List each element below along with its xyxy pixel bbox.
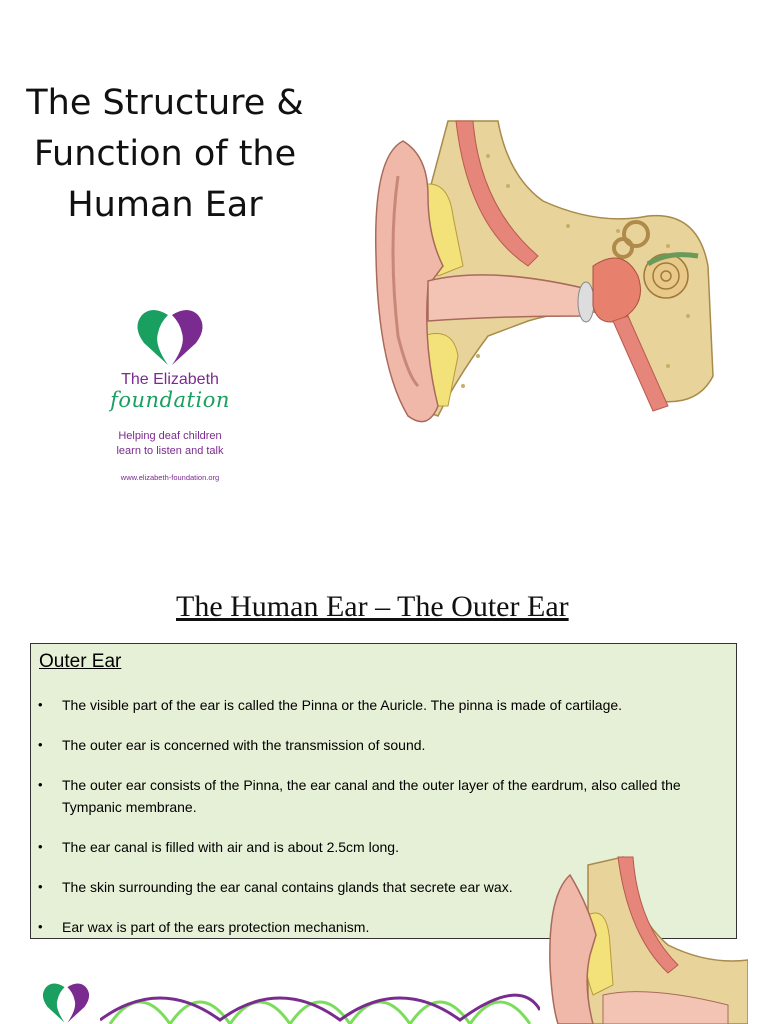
logo-tagline-line: Helping deaf children	[118, 430, 222, 442]
bullet-item: • The visible part of the ear is called t…	[31, 694, 736, 716]
box-heading: Outer Ear	[39, 651, 122, 672]
bullet-item: • The ear canal is filled with air and is…	[31, 836, 736, 858]
ear-anatomy-illustration-small	[549, 856, 748, 1024]
logo-tagline: Helping deaf children learn to listen an…	[100, 429, 240, 459]
slide-title-line: Function of the	[33, 134, 297, 174]
logo-script-text: foundation	[110, 388, 230, 412]
bullet-dot-icon: •	[38, 919, 43, 934]
logo-name: The Elizabeth	[121, 371, 219, 388]
bullet-item: • Ear wax is part of the ears protection …	[31, 916, 736, 938]
bullet-text: The skin surrounding the ear canal conta…	[62, 879, 513, 895]
bullet-text: The ear canal is filled with air and is …	[62, 839, 399, 855]
bullet-item: • The outer ear is concerned with the tra…	[31, 734, 736, 756]
bullet-item: • The outer ear consists of the Pinna, th…	[31, 774, 736, 818]
bullet-dot-icon: •	[38, 839, 43, 854]
bullet-text: Ear wax is part of the ears protection m…	[62, 919, 370, 935]
slide2-title: The Human Ear – The Outer Ear	[176, 590, 569, 623]
elizabeth-foundation-logo: The Elizabeth foundation Helping deaf ch…	[100, 305, 240, 482]
slide-title-line: The Structure &	[26, 83, 304, 123]
logo-tagline-line: learn to listen and talk	[116, 445, 224, 457]
bullet-text: The outer ear consists of the Pinna, the…	[62, 777, 681, 815]
bullet-dot-icon: •	[38, 777, 43, 792]
heart-logo-icon	[137, 310, 203, 365]
bullet-text: The outer ear is concerned with the tran…	[62, 737, 426, 753]
sound-waves-decoration	[100, 993, 540, 1024]
bullet-text: The visible part of the ear is called th…	[62, 697, 623, 713]
slide-title: The Structure & Function of the Human Ea…	[14, 78, 316, 231]
bullet-dot-icon: •	[38, 879, 43, 894]
slide-title-line: Human Ear	[67, 185, 263, 225]
bullet-list: • The visible part of the ear is called t…	[31, 694, 736, 938]
bullet-dot-icon: •	[38, 697, 43, 712]
bullet-item: • The skin surrounding the ear canal cont…	[31, 876, 736, 898]
bullet-dot-icon: •	[38, 737, 43, 752]
ear-anatomy-illustration	[374, 120, 714, 423]
heart-logo-small-icon	[42, 983, 90, 1023]
logo-url: www.elizabeth-foundation.org	[120, 473, 220, 482]
